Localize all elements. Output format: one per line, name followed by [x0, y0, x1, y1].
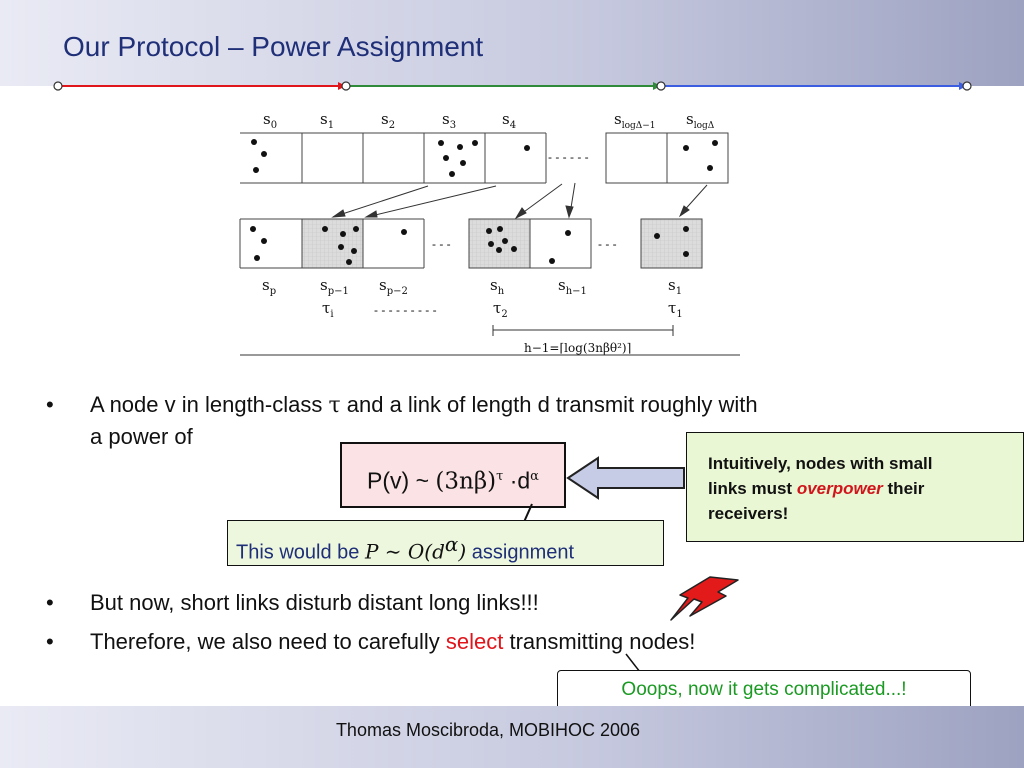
low-dashes: - - - - - - - - -	[374, 303, 437, 317]
label-tau-2: τ2	[493, 299, 508, 320]
label-sh-minus-1: sh−1	[558, 276, 587, 297]
label-s1-bottom: s1	[668, 276, 682, 297]
intuition-callout: Intuitively, nodes with small links must…	[686, 432, 1024, 542]
label-tau-1: τ1	[668, 299, 683, 320]
progress-line	[53, 81, 972, 91]
bottom-row-boxes	[239, 218, 703, 269]
power-formula: P(v) ~ (3nβ)τ ·dα	[340, 442, 566, 508]
mid-dashes-1: - - -	[432, 237, 451, 251]
label-sp-minus-2: sp−2	[379, 276, 408, 297]
label-sh: sh	[490, 276, 505, 297]
complication-note: Ooops, now it gets complicated...!	[557, 670, 971, 710]
slide-title: Our Protocol – Power Assignment	[63, 31, 484, 62]
bottom-row-dots	[250, 226, 689, 265]
footer-credit: Thomas Moscibroda, MOBIHOC 2006	[335, 720, 641, 740]
lightning-icon	[670, 576, 739, 621]
h-bracket	[492, 325, 674, 336]
footer-bar	[0, 706, 1024, 768]
pointer-line	[523, 503, 533, 523]
mid-dashes-2: - - -	[598, 237, 617, 251]
label-s0: s0	[263, 110, 277, 131]
top-row-boxes	[240, 132, 729, 184]
bullet-1-line-2: a power of	[90, 424, 193, 449]
progress-node	[53, 81, 63, 91]
label-s2: s2	[381, 110, 395, 131]
top-dashes: - - - - - -	[548, 150, 589, 164]
progress-node	[341, 81, 351, 91]
bracket-label: h−1=⌈log(3nβθ²)⌉	[524, 341, 631, 355]
label-sp-minus-1: sp−1	[320, 276, 349, 297]
left-arrow-icon	[566, 456, 685, 500]
label-slogdelta: slogΔ	[686, 110, 715, 131]
label-s4: s4	[502, 110, 516, 131]
progress-node	[962, 81, 972, 91]
label-s1: s1	[320, 110, 334, 131]
mapping-arrows	[331, 182, 708, 220]
top-row-dots	[251, 139, 718, 177]
length-class-diagram: s0 s1 s2 s3 s4 slogΔ−1 slogΔ - - - - - -	[239, 110, 740, 356]
label-sp: sp	[262, 276, 276, 297]
label-slogdelta-minus-1: slogΔ−1	[614, 110, 656, 131]
title-bar	[0, 0, 1024, 86]
progress-node	[656, 81, 666, 91]
assignment-box: This would be P ∼ O(dα) assignment	[227, 520, 664, 566]
label-s3: s3	[442, 110, 456, 131]
label-tau-i: τi	[322, 299, 334, 320]
